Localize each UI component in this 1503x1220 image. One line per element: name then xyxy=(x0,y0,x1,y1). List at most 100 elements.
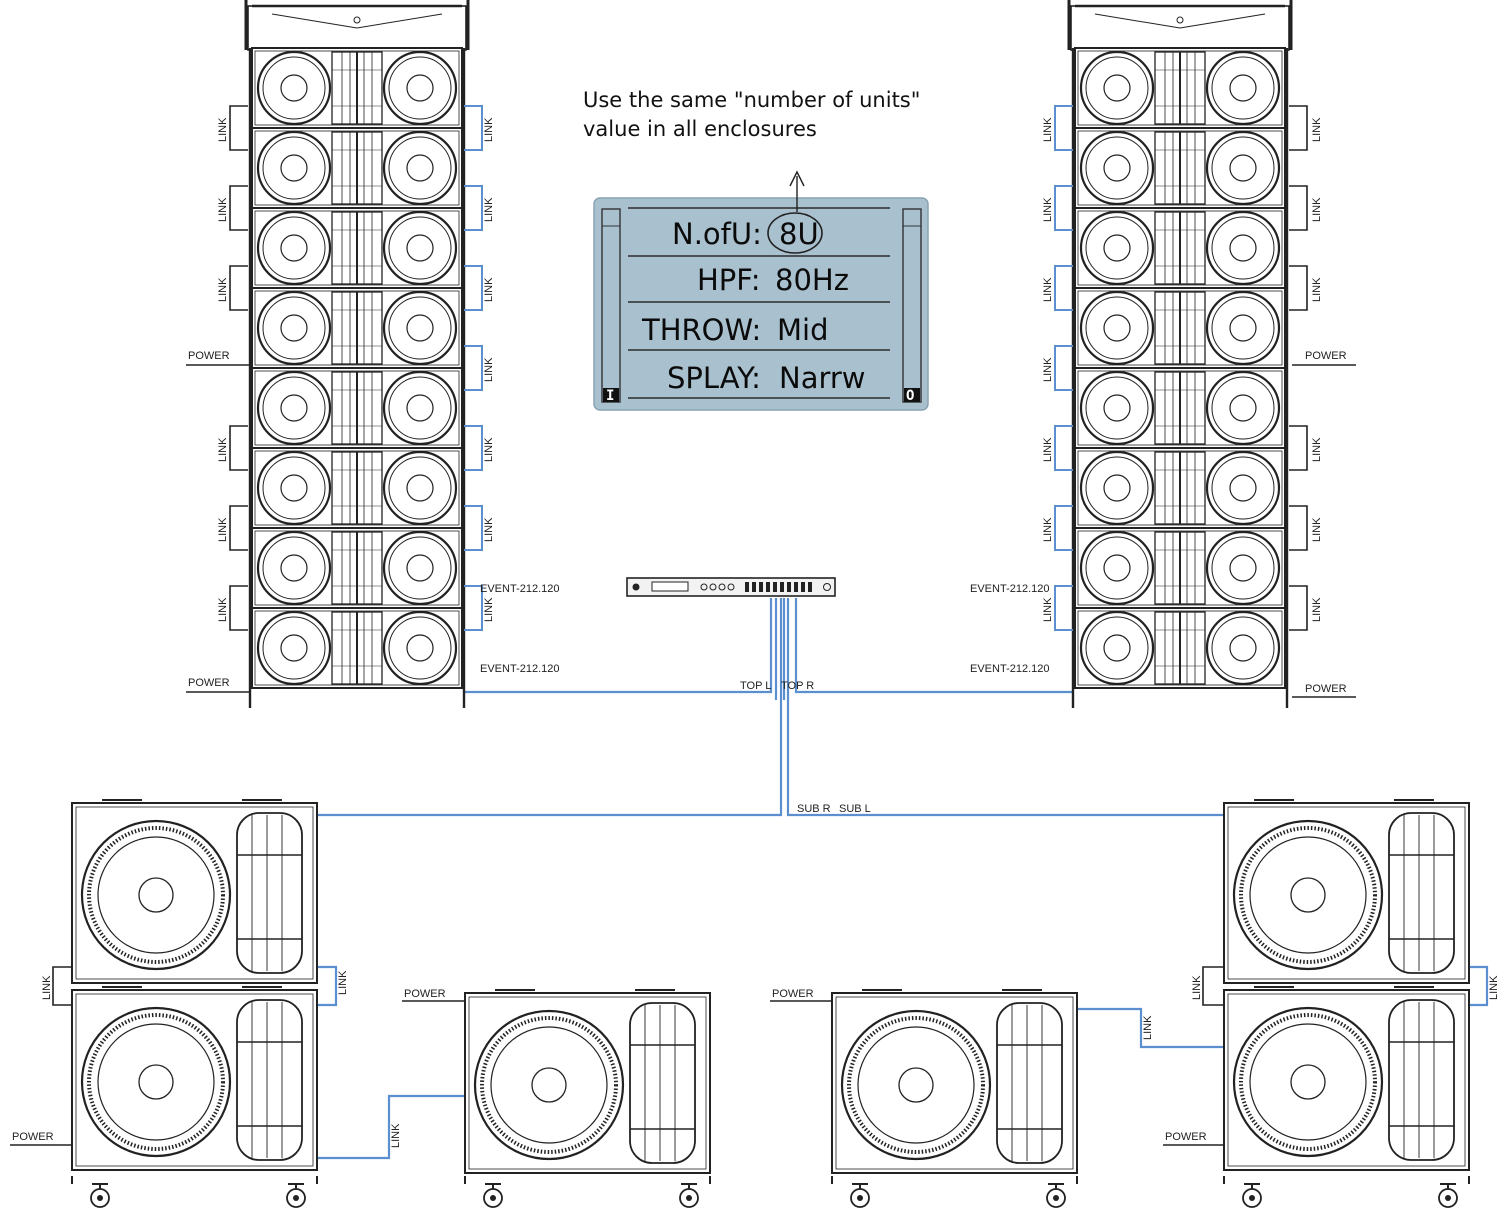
left-sub-blue-link xyxy=(318,965,338,1007)
right-array-blue-link xyxy=(1054,345,1073,391)
right-sub-link-label: LINK xyxy=(1191,975,1203,1000)
right-array-power-label: POWER xyxy=(1305,683,1347,695)
left-line-array xyxy=(244,0,470,708)
left-array-link-label: LINK xyxy=(217,437,229,462)
processor-meter xyxy=(780,582,784,592)
left-array-black-link xyxy=(229,505,248,551)
right-array-blue-link xyxy=(1054,505,1073,551)
right-array-link-label: LINK xyxy=(1042,277,1054,302)
left-array-link-label: LINK xyxy=(483,197,495,222)
processor-meter xyxy=(766,582,770,592)
right-frame-brace-right xyxy=(1179,13,1266,29)
right-array-black-link xyxy=(1289,185,1308,231)
left-array-blue-link xyxy=(464,185,483,231)
left-array-blue-link xyxy=(464,425,483,471)
lcd-panel xyxy=(593,197,929,411)
right-line-array-cabinet xyxy=(1073,46,1287,130)
processor-meter xyxy=(752,582,756,592)
left-array-link-label: LINK xyxy=(483,437,495,462)
right-array-link-label: LINK xyxy=(1311,277,1323,302)
right-array-link-label: LINK xyxy=(1042,437,1054,462)
processor-meter xyxy=(794,582,798,592)
left-subwoofer-upper xyxy=(70,801,319,985)
left-array-blue-link xyxy=(464,585,483,631)
lcd-row-value: Narrw xyxy=(779,361,866,395)
sub-power-label: POWER xyxy=(1165,1131,1207,1143)
left-array-black-link xyxy=(229,265,248,311)
lcd-row-label: HPF: xyxy=(697,263,761,297)
right-line-array-cabinet xyxy=(1073,366,1287,450)
right-array-link-label: LINK xyxy=(1311,517,1323,542)
sub-l-label: SUB L xyxy=(839,803,871,815)
right-line-array-cabinet xyxy=(1073,526,1287,610)
center-left-subwoofer xyxy=(463,991,712,1175)
instruction-note-line: value in all enclosures xyxy=(583,117,817,141)
right-array-link-label: LINK xyxy=(1311,437,1323,462)
right-array-link-label: LINK xyxy=(1042,197,1054,222)
left-array-link-label: LINK xyxy=(217,117,229,142)
left-array-blue-link xyxy=(464,105,483,151)
right-array-link-label: LINK xyxy=(1311,597,1323,622)
top-l-cable xyxy=(464,598,773,694)
left-array-blue-link xyxy=(464,345,483,391)
right-line-array-cabinet xyxy=(1073,126,1287,210)
left-line-array-cabinet xyxy=(250,46,464,130)
left-array-link-label: LINK xyxy=(483,357,495,382)
lcd-row-value: Mid xyxy=(777,313,829,347)
sub-r-label: SUB R xyxy=(797,803,831,815)
lcd-output-indicator: O xyxy=(906,388,914,404)
right-array-link-label: LINK xyxy=(1042,357,1054,382)
right-sub-link-label: LINK xyxy=(1488,975,1500,1000)
lcd-row-label: SPLAY: xyxy=(667,361,761,395)
lcd-row-label: N.ofU: xyxy=(672,217,762,251)
left-line-array-cabinet xyxy=(250,286,464,370)
right-sub-blue-link xyxy=(1469,965,1489,1007)
right-frame-brace-left xyxy=(1094,13,1181,29)
subwoofer-group xyxy=(70,799,1471,1208)
callout-arrow-head xyxy=(789,170,805,187)
left-array-link-label: LINK xyxy=(217,277,229,302)
left-array-link-label: LINK xyxy=(217,517,229,542)
center-left-link-label: LINK xyxy=(390,1123,402,1148)
sub-power-label: POWER xyxy=(772,988,814,1000)
left-array-black-link xyxy=(229,105,248,151)
left-line-array-cabinet xyxy=(250,446,464,530)
right-array-link-label: LINK xyxy=(1042,597,1054,622)
top-r-cable xyxy=(794,598,1073,694)
right-frame-pin xyxy=(1176,16,1184,24)
top-l-label: TOP L xyxy=(740,680,771,692)
left-sub-link-label: LINK xyxy=(337,970,349,995)
right-line-array-cabinet xyxy=(1073,206,1287,290)
right-array-blue-link xyxy=(1054,265,1073,311)
left-frame-pin xyxy=(353,16,361,24)
caster-wheel xyxy=(1438,1183,1458,1208)
left-array-black-link xyxy=(229,425,248,471)
right-subwoofer-upper xyxy=(1222,801,1471,985)
left-array-power-label: POWER xyxy=(188,350,230,362)
left-array-black-link xyxy=(229,585,248,631)
caster-wheel xyxy=(286,1183,306,1208)
lcd-output-indicator-box xyxy=(904,388,920,402)
right-array-black-link xyxy=(1289,425,1308,471)
caster-wheel xyxy=(1046,1183,1066,1208)
left-to-center-sub-link xyxy=(318,1094,465,1160)
left-array-link-label: LINK xyxy=(483,517,495,542)
right-array-blue-link xyxy=(1054,185,1073,231)
caster-wheel xyxy=(483,1183,503,1208)
left-line-array-cabinet xyxy=(250,206,464,290)
left-line-array-cabinet xyxy=(250,126,464,210)
processor-knob xyxy=(727,583,735,591)
right-line-array-cabinet xyxy=(1073,286,1287,370)
right-line-array-cabinet xyxy=(1073,446,1287,530)
center-right-link-label: LINK xyxy=(1142,1015,1154,1040)
left-array-link-label: LINK xyxy=(217,197,229,222)
right-array-model-label: EVENT-212.120 xyxy=(970,583,1050,595)
left-array-power-label: POWER xyxy=(188,677,230,689)
right-array-blue-link xyxy=(1054,105,1073,151)
left-subwoofer-lower xyxy=(70,988,319,1172)
right-line-array xyxy=(1067,0,1293,708)
processor-knob xyxy=(709,583,717,591)
left-frame-brace-right xyxy=(356,13,443,29)
